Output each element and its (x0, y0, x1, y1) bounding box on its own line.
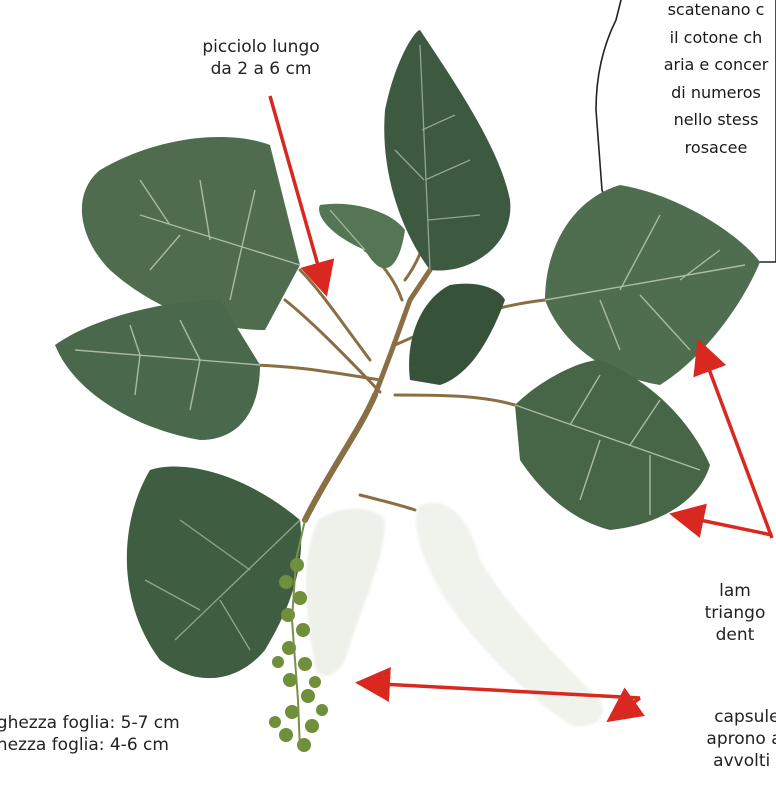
label-capsule-line: capsule g (640, 706, 776, 728)
label-leaf-size-line: ghezza foglia: 4-6 cm (0, 734, 180, 756)
label-capsule-line: aprono a m (640, 728, 776, 750)
label-blade-line: lam (620, 580, 776, 602)
label-capsule-line: avvolti da (640, 750, 776, 772)
label-capsule: capsule g aprono a m avvolti da (640, 706, 776, 772)
label-petiole: picciolo lungo da 2 a 6 cm (166, 36, 356, 80)
leaf-mid-left (55, 300, 260, 440)
label-petiole-line: picciolo lungo (166, 36, 356, 58)
callout-line: scatenano c (596, 0, 776, 24)
callout-line: rosacee (596, 134, 776, 162)
label-blade: lam triango dent (620, 580, 776, 646)
callout-line: il cotone ch (596, 24, 776, 52)
arrow-capsule-left (362, 683, 640, 698)
label-leaf-size: nghezza foglia: 5-7 cm ghezza foglia: 4-… (0, 712, 180, 756)
label-petiole-line: da 2 a 6 cm (166, 58, 356, 80)
callout-line: nello stess (596, 106, 776, 134)
leaf-small-center (409, 284, 505, 385)
catkins (269, 503, 603, 752)
arrow-capsule-right (612, 698, 640, 718)
catkin-cotton-left (306, 509, 385, 676)
callout-line: aria e concer (596, 51, 776, 79)
leaf-small-top (319, 204, 405, 269)
arrow-blade-upper (700, 345, 772, 538)
leaf-upper-left (82, 137, 300, 330)
label-blade-line: dent (620, 624, 776, 646)
callout-line: di numeros (596, 79, 776, 107)
leaf-right-lower (515, 360, 710, 530)
arrow-blade-lower (676, 515, 772, 535)
label-leaf-size-line: nghezza foglia: 5-7 cm (0, 712, 180, 734)
callout-text: scatenano c il cotone ch aria e concer d… (596, 0, 776, 161)
leaf-lower-left (127, 467, 301, 679)
label-blade-line: triango (620, 602, 776, 624)
